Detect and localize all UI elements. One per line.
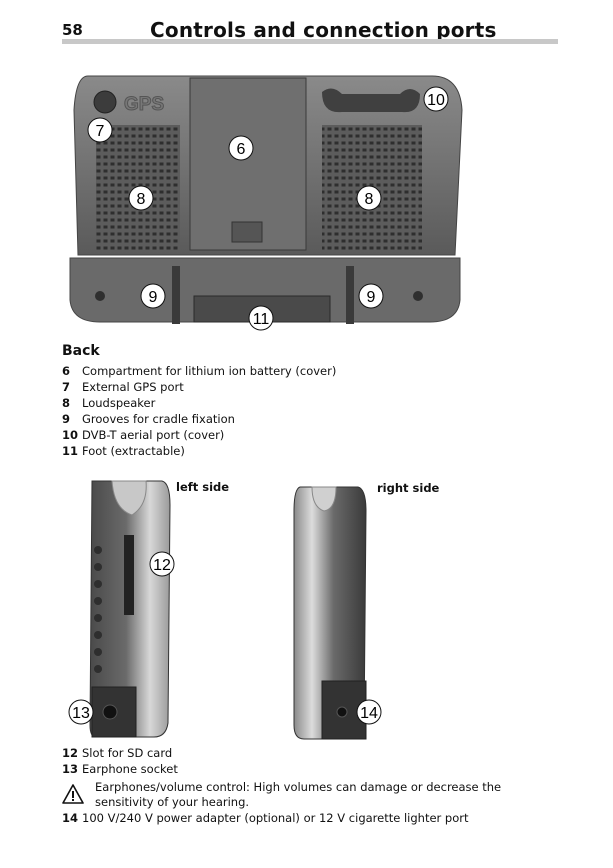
warning-text: Earphones/volume control: High volumes c… [95,780,502,809]
callout-8-left: 8 [137,191,146,208]
callout-6: 6 [237,141,246,158]
gps-port [93,90,117,114]
sd-card-slot [124,535,134,615]
callout-13: 13 [72,705,90,722]
page-number: 58 [62,21,83,39]
aerial-cover [322,88,420,113]
header-rule [62,39,558,44]
left-side-label: left side [176,480,230,494]
callout-14: 14 [360,705,378,722]
callout-8-right: 8 [365,191,374,208]
battery-latch [231,221,263,243]
callouts-right: 14 [356,699,382,725]
left-side-grip [94,546,102,673]
screw-right [413,291,423,301]
device-left-side-figure: 12 13 [68,480,175,738]
right-side-top-cap [311,486,337,512]
device-right-side-figure: 14 [293,486,382,740]
callout-9-right: 9 [367,289,376,306]
device-back-figure: GPS 7 6 8 8 10 9 9 11 [69,75,463,331]
power-port [336,706,348,718]
earphone-socket [102,704,118,720]
page-title: Controls and connection ports [150,18,497,42]
gps-logo: GPS [124,94,164,115]
callout-9-left: 9 [149,289,158,306]
device-base [69,257,461,323]
right-side-label: right side [377,481,440,495]
screw-left [95,291,105,301]
battery-cover [189,77,307,251]
left-side-top-cap [111,480,147,516]
callout-10: 10 [427,92,445,109]
callouts-left: 12 13 [68,551,175,725]
section-title-back: Back [62,343,100,359]
callouts-back: 7 6 8 8 10 9 9 11 [87,86,449,331]
groove-right [346,266,354,324]
callout-7: 7 [96,123,105,140]
groove-left [172,266,180,324]
warning-triangle-icon [62,784,84,804]
callout-12: 12 [153,557,171,574]
callout-11: 11 [253,311,270,328]
page-header: 58 Controls and connection ports [62,18,558,44]
